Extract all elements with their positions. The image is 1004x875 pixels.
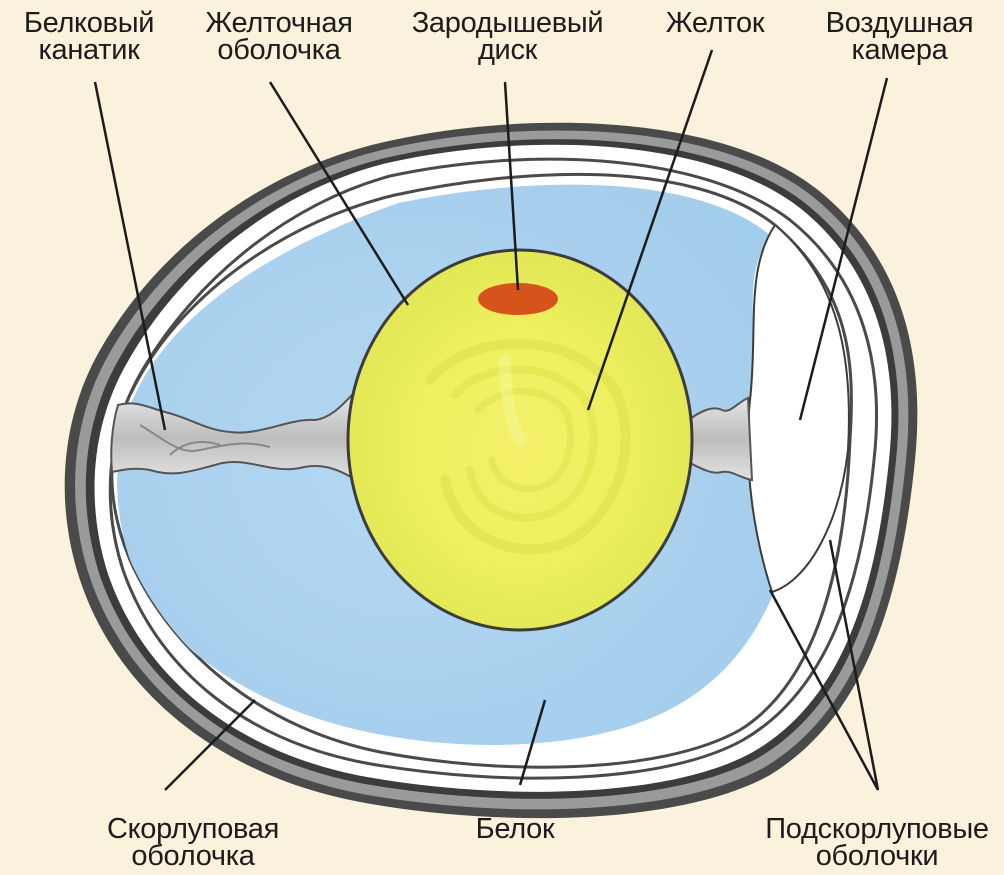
label-vitelline-line2: оболочка (190, 37, 368, 64)
label-air-cell: Воздушная камера (812, 10, 987, 64)
label-germinal-line2: диск (400, 37, 615, 64)
label-shell-membranes-line1: Подскорлуповые (762, 816, 992, 843)
label-vitelline-line1: Желточная (190, 10, 368, 37)
label-yolk: Желток (650, 10, 780, 37)
label-vitelline-membrane: Желточная оболочка (190, 10, 368, 64)
label-air-cell-line1: Воздушная (812, 10, 987, 37)
label-germinal-disc: Зародышевый диск (400, 10, 615, 64)
label-chalaza: Белковый канатик (4, 10, 174, 64)
label-shell-line1: Скорлуповая (88, 816, 298, 843)
label-shell: Скорлуповая оболочка (88, 816, 298, 870)
label-yolk-line1: Желток (650, 10, 780, 37)
label-albumen-line1: Белок (455, 816, 575, 843)
label-shell-membranes-line2: оболочки (762, 843, 992, 870)
label-chalaza-line2: канатик (4, 37, 174, 64)
label-albumen: Белок (455, 816, 575, 843)
label-shell-membranes: Подскорлуповые оболочки (762, 816, 992, 870)
label-air-cell-line2: камера (812, 37, 987, 64)
label-germinal-line1: Зародышевый (400, 10, 615, 37)
label-shell-line2: оболочка (88, 843, 298, 870)
label-chalaza-line1: Белковый (4, 10, 174, 37)
